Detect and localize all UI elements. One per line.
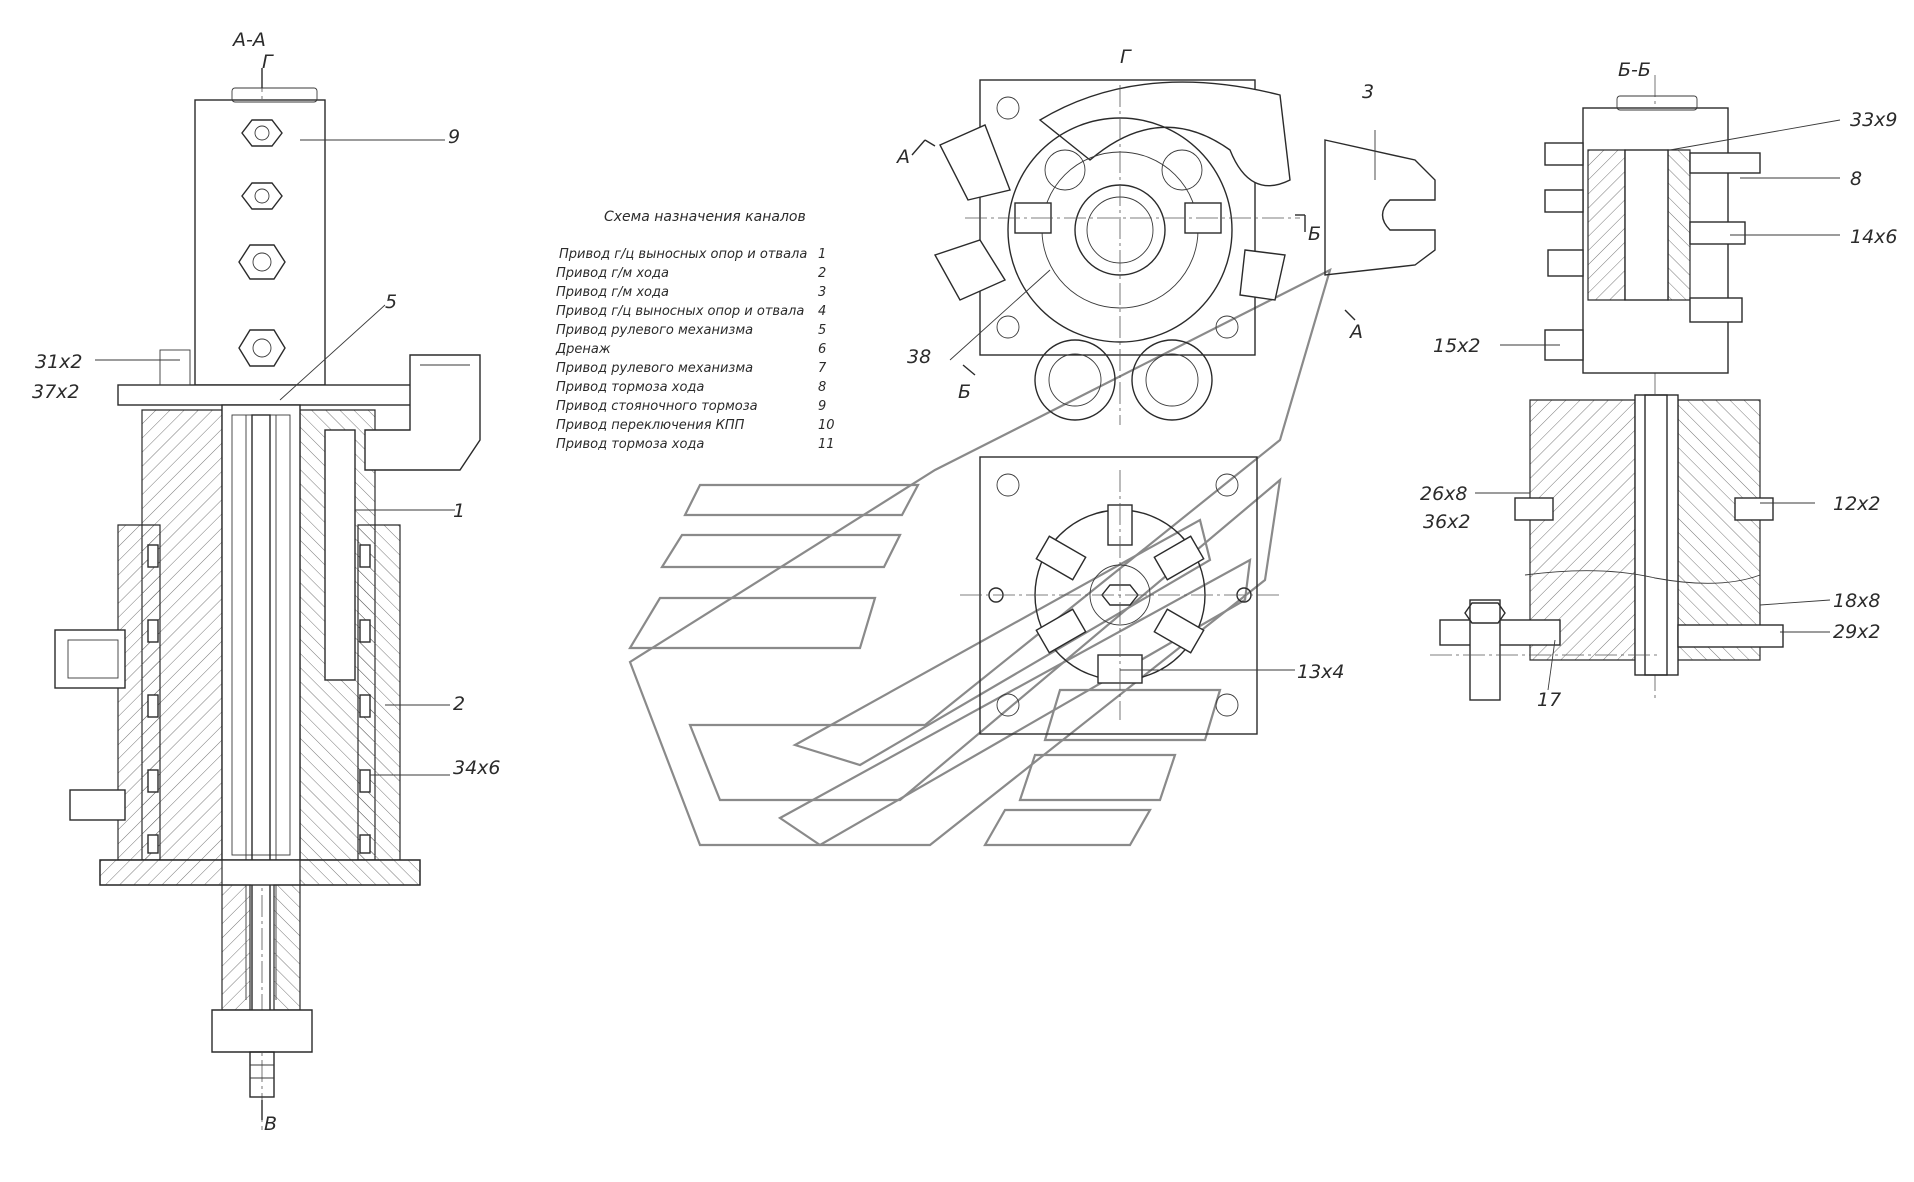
channel-row-2-num: 2	[818, 266, 826, 281]
view-g-title: Г	[1120, 46, 1132, 68]
channel-row-7-num: 7	[818, 361, 827, 376]
section-aa-marker-v: В	[264, 1113, 277, 1135]
callout-17: 17	[1537, 689, 1561, 711]
callout-3: 3	[1362, 81, 1374, 103]
top-fittings	[238, 119, 286, 367]
channel-row-11-num: 11	[818, 437, 835, 452]
callout-29x2: 29х2	[1833, 621, 1881, 643]
channel-row-1-num: 1	[818, 247, 826, 262]
channel-row-2-name: Привод г/м хода	[556, 266, 669, 281]
callout-2: 2	[453, 693, 465, 715]
channel-table: Схема назначения каналов Привод г/ц выно…	[555, 209, 835, 452]
callout-34x6: 34х6	[453, 757, 501, 779]
channel-row-5-num: 5	[818, 323, 826, 338]
callout-36x2: 36х2	[1423, 511, 1471, 533]
callout-13x4: 13х4	[1297, 661, 1345, 683]
marker-a-right: А	[1348, 321, 1363, 343]
section-aa-title: А-А	[231, 29, 266, 51]
channel-row-5-name: Привод рулевого механизма	[556, 323, 753, 338]
section-aa-view	[54, 68, 481, 1130]
seal-grooves	[147, 544, 371, 854]
labels: А-А Г В Г Б-Б А Б А Б 9 5 1 2 31х2 37х2 …	[32, 29, 1898, 1135]
section-marker-lines	[911, 139, 1356, 376]
callout-14x6: 14х6	[1850, 226, 1898, 248]
callout-18x8: 18х8	[1833, 590, 1881, 612]
callout-31x2: 31х2	[35, 351, 83, 373]
callout-9: 9	[448, 126, 460, 148]
channel-row-4-num: 4	[818, 304, 826, 319]
channel-row-6-num: 6	[818, 342, 826, 357]
channel-row-10-num: 10	[818, 418, 835, 433]
bb-fittings	[1544, 142, 1761, 361]
callout-37x2: 37х2	[32, 381, 80, 403]
callout-26x8: 26х8	[1420, 483, 1468, 505]
callout-15x2: 15х2	[1433, 335, 1481, 357]
callout-1: 1	[453, 500, 465, 522]
leaders-bb	[1475, 119, 1841, 691]
callout-12x2: 12х2	[1833, 493, 1881, 515]
view-g	[933, 79, 1436, 425]
channel-row-8-num: 8	[818, 380, 826, 395]
section-aa-marker-g: Г	[262, 51, 274, 73]
channel-row-3-num: 3	[818, 285, 826, 300]
channel-row-9-num: 9	[818, 399, 826, 414]
marker-b-left: Б	[958, 381, 971, 403]
channel-row-11-name: Привод тормоза хода	[556, 437, 704, 452]
section-bb-title: Б-Б	[1618, 59, 1651, 81]
channel-row-7-name: Привод рулевого механизма	[556, 361, 753, 376]
channel-row-1-name: Привод г/ц выносных опор и отвала	[559, 247, 807, 262]
leaders-aa	[95, 139, 455, 776]
channel-row-4-name: Привод г/ц выносных опор и отвала	[556, 304, 804, 319]
section-bb-view	[1430, 75, 1784, 701]
callout-33x9: 33х9	[1850, 109, 1898, 131]
channel-row-10-name: Привод переключения КПП	[556, 418, 745, 433]
marker-a-left: А	[895, 146, 910, 168]
callout-8: 8	[1850, 168, 1862, 190]
channel-row-9-name: Привод стояночного тормоза	[556, 399, 758, 414]
view-bottom-middle	[960, 456, 1295, 735]
channel-row-8-name: Привод тормоза хода	[556, 380, 704, 395]
marker-b-right: Б	[1308, 223, 1321, 245]
channel-row-3-name: Привод г/м хода	[556, 285, 669, 300]
callout-5: 5	[385, 291, 397, 313]
callout-38: 38	[907, 346, 931, 368]
channel-table-title: Схема назначения каналов	[604, 209, 806, 225]
channel-row-6-name: Дренаж	[555, 342, 611, 357]
